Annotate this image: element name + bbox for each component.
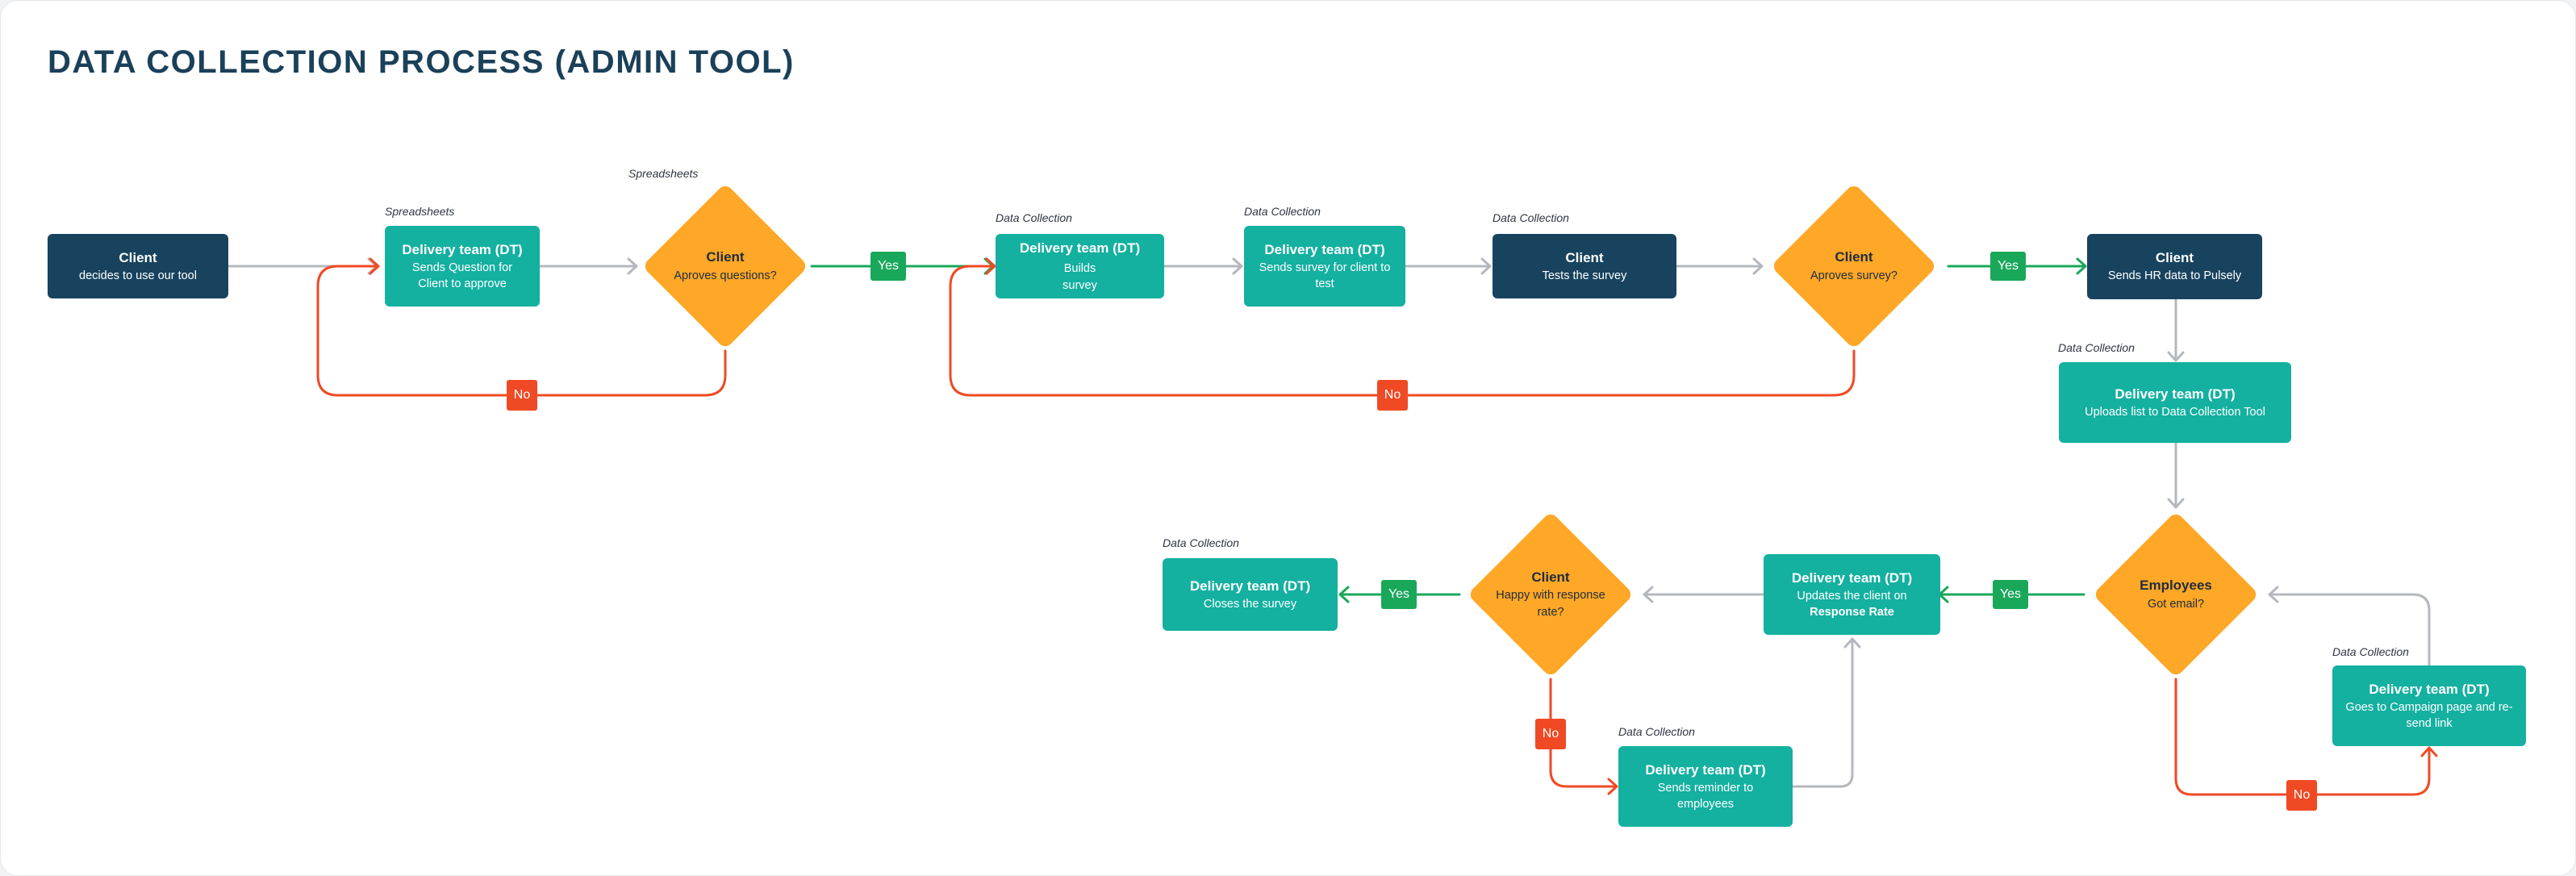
node-text-bold: Response Rate: [1810, 605, 1894, 619]
tag-data-collection: Data Collection: [2058, 341, 2135, 354]
node-dt-uploads-list: Delivery team (DT) Uploads list to Data …: [2059, 362, 2291, 443]
decision-text: Got email?: [2147, 597, 2205, 611]
tag-data-collection: Data Collection: [1244, 205, 1321, 218]
decision-label: Client Happy with response rate?: [1494, 562, 1607, 627]
decision-label: Employees Got email?: [2119, 562, 2232, 627]
node-text: Sends survey for client to test: [1259, 261, 1391, 290]
node-title: Delivery team (DT): [2115, 386, 2236, 402]
decision-label: Client Aproves survey?: [1797, 234, 1910, 298]
node-title: Delivery team (DT): [1189, 578, 1311, 594]
node-title: Client: [1565, 249, 1604, 265]
node-title: Delivery team (DT): [2369, 681, 2490, 697]
node-text: survey: [1063, 278, 1097, 292]
edge-hr-data-to-upload: [2167, 298, 2185, 362]
tag-data-collection: Data Collection: [1618, 725, 1695, 738]
edge-resend-to-employees: [2268, 586, 2431, 667]
gray-connectors: [227, 257, 2431, 788]
yes-badge: Yes: [1990, 252, 2026, 281]
node-dt-send-survey: Delivery team (DT) Sends survey for clie…: [1244, 226, 1405, 307]
node-text: Sends reminder to employees: [1657, 781, 1754, 811]
node-title: Delivery team (DT): [1264, 241, 1385, 257]
node-title: Delivery team (DT) Builds: [1007, 239, 1153, 277]
node-title: Client: [2155, 250, 2194, 266]
node-title-suffix: Builds: [1063, 261, 1096, 275]
edge-updates-to-happy: [1643, 586, 1765, 603]
node-text: Tests the survey: [1542, 269, 1627, 282]
tag-data-collection: Data Collection: [2332, 645, 2409, 658]
node-title: Client: [119, 249, 157, 265]
tag-data-collection: Data Collection: [1163, 536, 1239, 549]
edge-upload-to-employees: [2167, 441, 2185, 509]
node-text: Sends HR data to Pulsely: [2107, 269, 2242, 283]
node-text: Sends Question for Client to approve: [411, 261, 513, 290]
edge-no-questions: [316, 257, 727, 397]
node-title: Delivery team (DT): [402, 241, 523, 257]
node-client-hr-data: Client Sends HR data to Pulsely: [2087, 234, 2262, 299]
decision-title: Client: [706, 249, 745, 265]
node-title-text: Delivery team (DT): [1019, 240, 1141, 257]
edge-dt-send-to-client-tests: [1404, 257, 1492, 275]
node-text: Goes to Campaign page and re-send link: [2345, 700, 2513, 730]
no-badge: No: [2286, 780, 2317, 811]
node-client-tests: Client Tests the survey: [1493, 234, 1676, 298]
node-text: Closes the survey: [1203, 597, 1297, 611]
node-dt-resend-link: Delivery team (DT) Goes to Campaign page…: [2332, 665, 2526, 746]
edge-no-survey: [949, 257, 1856, 397]
decision-text: Aproves survey?: [1810, 269, 1898, 282]
decision-title: Client: [1531, 569, 1570, 585]
decision-text: Aproves questions?: [674, 269, 777, 282]
tag-spreadsheets: Spreadsheets: [385, 205, 455, 218]
node-text: Uploads list to Data Collection Tool: [2085, 405, 2265, 419]
node-title: Delivery team (DT): [1791, 569, 1913, 586]
no-badge: No: [1535, 719, 1566, 749]
decision-title: Employees: [2140, 578, 2212, 594]
yes-badge: Yes: [1993, 580, 2028, 609]
green-connectors: [810, 257, 2087, 603]
node-title: Delivery team (DT): [1645, 761, 1766, 778]
node-dt-closes: Delivery team (DT) Closes the survey: [1163, 558, 1338, 631]
node-dt-updates-client: Delivery team (DT) Updates the client on…: [1764, 554, 1940, 635]
node-dt-send-questions: Delivery team (DT) Sends Question for Cl…: [385, 226, 540, 307]
edge-dt-builds-to-dt-send: [1163, 257, 1243, 275]
red-connectors: [316, 257, 2438, 796]
yes-badge: Yes: [870, 252, 906, 281]
node-dt-builds-survey: Delivery team (DT) Builds survey: [996, 234, 1164, 298]
decision-label: Client Aproves questions?: [669, 234, 782, 298]
edge-no-happy: [1549, 678, 1618, 795]
no-badge: No: [507, 380, 537, 411]
decision-title: Client: [1835, 249, 1873, 265]
node-client-start: Client decides to use our tool: [48, 234, 228, 298]
tag-data-collection: Data Collection: [1493, 211, 1569, 224]
tag-data-collection: Data Collection: [996, 211, 1072, 224]
edge-dt-questions-to-decision: [538, 257, 638, 275]
tag-spreadsheets: Spreadsheets: [628, 167, 699, 180]
yes-badge: Yes: [1381, 580, 1417, 609]
edge-client-tests-to-decision: [1675, 257, 1764, 275]
node-dt-reminder: Delivery team (DT) Sends reminder to emp…: [1618, 746, 1793, 827]
decision-text: Happy with response rate?: [1496, 589, 1605, 619]
node-text: decides to use our tool: [79, 269, 197, 282]
page-title: DATA COLLECTION PROCESS (ADMIN TOOL): [48, 44, 795, 80]
node-text: Updates the client on: [1797, 589, 1907, 603]
no-badge: No: [1377, 380, 1408, 411]
edge-reminder-to-updates: [1791, 637, 1861, 788]
